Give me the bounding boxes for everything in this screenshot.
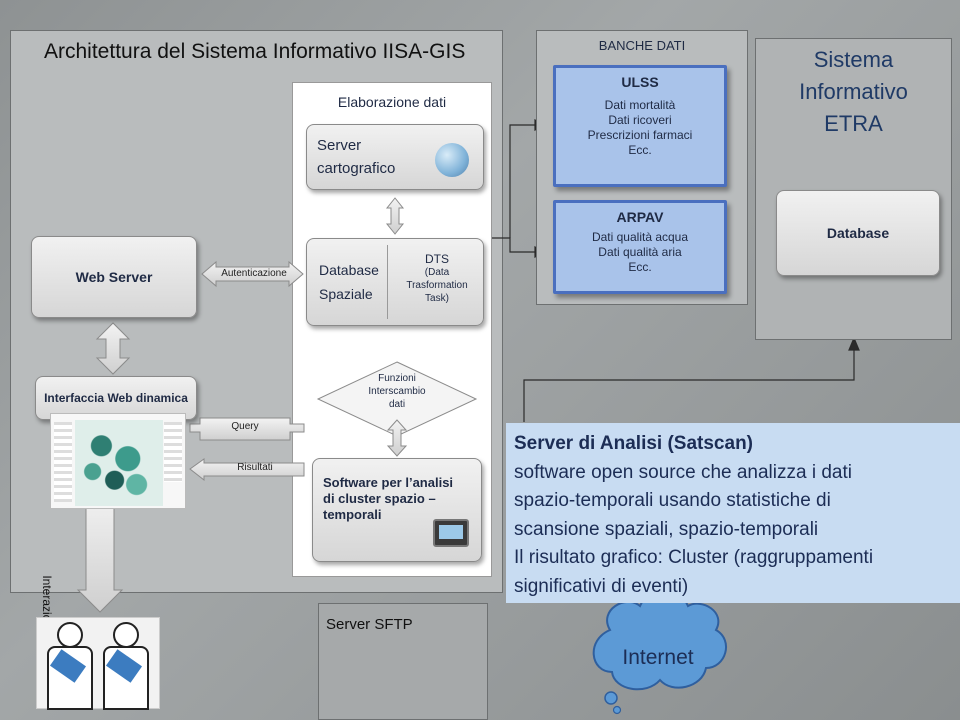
server-cartografico-label-1: Server xyxy=(317,137,362,154)
database-spaziale-label-2: Spaziale xyxy=(319,286,373,302)
arpav-title: ARPAV xyxy=(616,209,664,225)
map-sidebar-right xyxy=(164,422,182,482)
query-label: Query xyxy=(231,421,259,432)
banche-dati-header: BANCHE DATI xyxy=(598,38,686,53)
autenticazione-label: Autenticazione xyxy=(221,268,287,279)
server-analisi-line: significativi di eventi) xyxy=(514,575,689,597)
arrow-funzioni-software xyxy=(386,419,408,457)
database-spaziale-label-1: Database xyxy=(319,262,379,278)
server-analisi-box[interactable] xyxy=(506,423,960,603)
ulss-line: Dati ricoveri xyxy=(608,113,672,127)
cloud-bubble-1 xyxy=(604,691,618,705)
ulss-line: Ecc. xyxy=(628,143,652,157)
page-title: Architettura del Sistema Informativo IIS… xyxy=(44,40,466,63)
server-cartografico-button[interactable]: Server cartografico xyxy=(306,124,484,190)
doctors-illustration xyxy=(36,617,160,710)
software-analisi-button[interactable]: Software per l’analisi di cluster spazio… xyxy=(312,458,482,562)
server-analisi-line: scansione spaziali, spazio-temporali xyxy=(514,518,819,540)
arpav-line: Dati qualità aria xyxy=(598,245,682,259)
server-cartografico-label-2: cartografico xyxy=(317,160,396,177)
ulss-line: Prescrizioni farmaci xyxy=(587,128,693,142)
internet-cloud xyxy=(592,590,727,691)
interfaccia-web-button[interactable]: Interfaccia Web dinamica xyxy=(35,376,197,420)
server-analisi-line: Il risultato grafico: Cluster (raggruppa… xyxy=(514,547,874,568)
arrow-etra xyxy=(523,336,860,422)
cloud-bubble-2 xyxy=(612,705,622,715)
server-sftp-label: Server SFTP xyxy=(326,616,413,633)
arrow-web-auth xyxy=(201,260,304,288)
dts-label: DTS (Data Trasformation Task) xyxy=(406,252,468,305)
web-server-button[interactable]: Web Server xyxy=(31,236,197,318)
risultati-label: Risultati xyxy=(237,462,273,473)
etra-title: Sistema Informativo ETRA xyxy=(799,47,908,136)
etra-database-button[interactable]: Database xyxy=(776,190,940,276)
globe-icon xyxy=(435,143,469,177)
internet-label: Internet xyxy=(622,646,694,669)
database-spaziale-button[interactable]: Database Spaziale DTS (Data Trasformatio… xyxy=(306,238,484,326)
risultati-arrow xyxy=(189,458,305,482)
doctor-2 xyxy=(99,622,151,710)
monitor-icon xyxy=(433,519,469,547)
server-sftp-box[interactable] xyxy=(318,603,488,720)
elaborazione-dati-header: Elaborazione dati xyxy=(337,94,447,110)
query-arrow xyxy=(189,417,305,441)
server-analisi-text: Server di Analisi (Satscan) software ope… xyxy=(514,430,960,601)
dts-divider xyxy=(387,245,388,319)
server-analisi-line: spazio-temporali usando statistiche di xyxy=(514,490,831,511)
map-sidebar-left xyxy=(54,422,72,502)
arpav-line: Dati qualità acqua xyxy=(591,230,689,244)
doctor-1 xyxy=(43,622,95,710)
arrow-cart-db xyxy=(385,197,405,235)
ulss-box[interactable]: ULSS Dati mortalità Dati ricoveri Prescr… xyxy=(553,65,727,187)
web-interface-screenshot xyxy=(50,413,186,509)
funzioni-label: Funzioni Interscambio dati xyxy=(368,373,426,410)
server-analisi-line: software open source che analizza i dati xyxy=(514,461,852,483)
map-image xyxy=(75,420,163,506)
etra-panel xyxy=(755,38,952,340)
server-analisi-title: Server di Analisi (Satscan) xyxy=(514,433,754,454)
arrow-web-interfaccia xyxy=(95,322,131,375)
arpav-line: Ecc. xyxy=(628,260,652,274)
ulss-title: ULSS xyxy=(621,74,659,90)
ulss-line: Dati mortalità xyxy=(604,98,676,112)
arpav-box[interactable]: ARPAV Dati qualità acqua Dati qualità ar… xyxy=(553,200,727,294)
